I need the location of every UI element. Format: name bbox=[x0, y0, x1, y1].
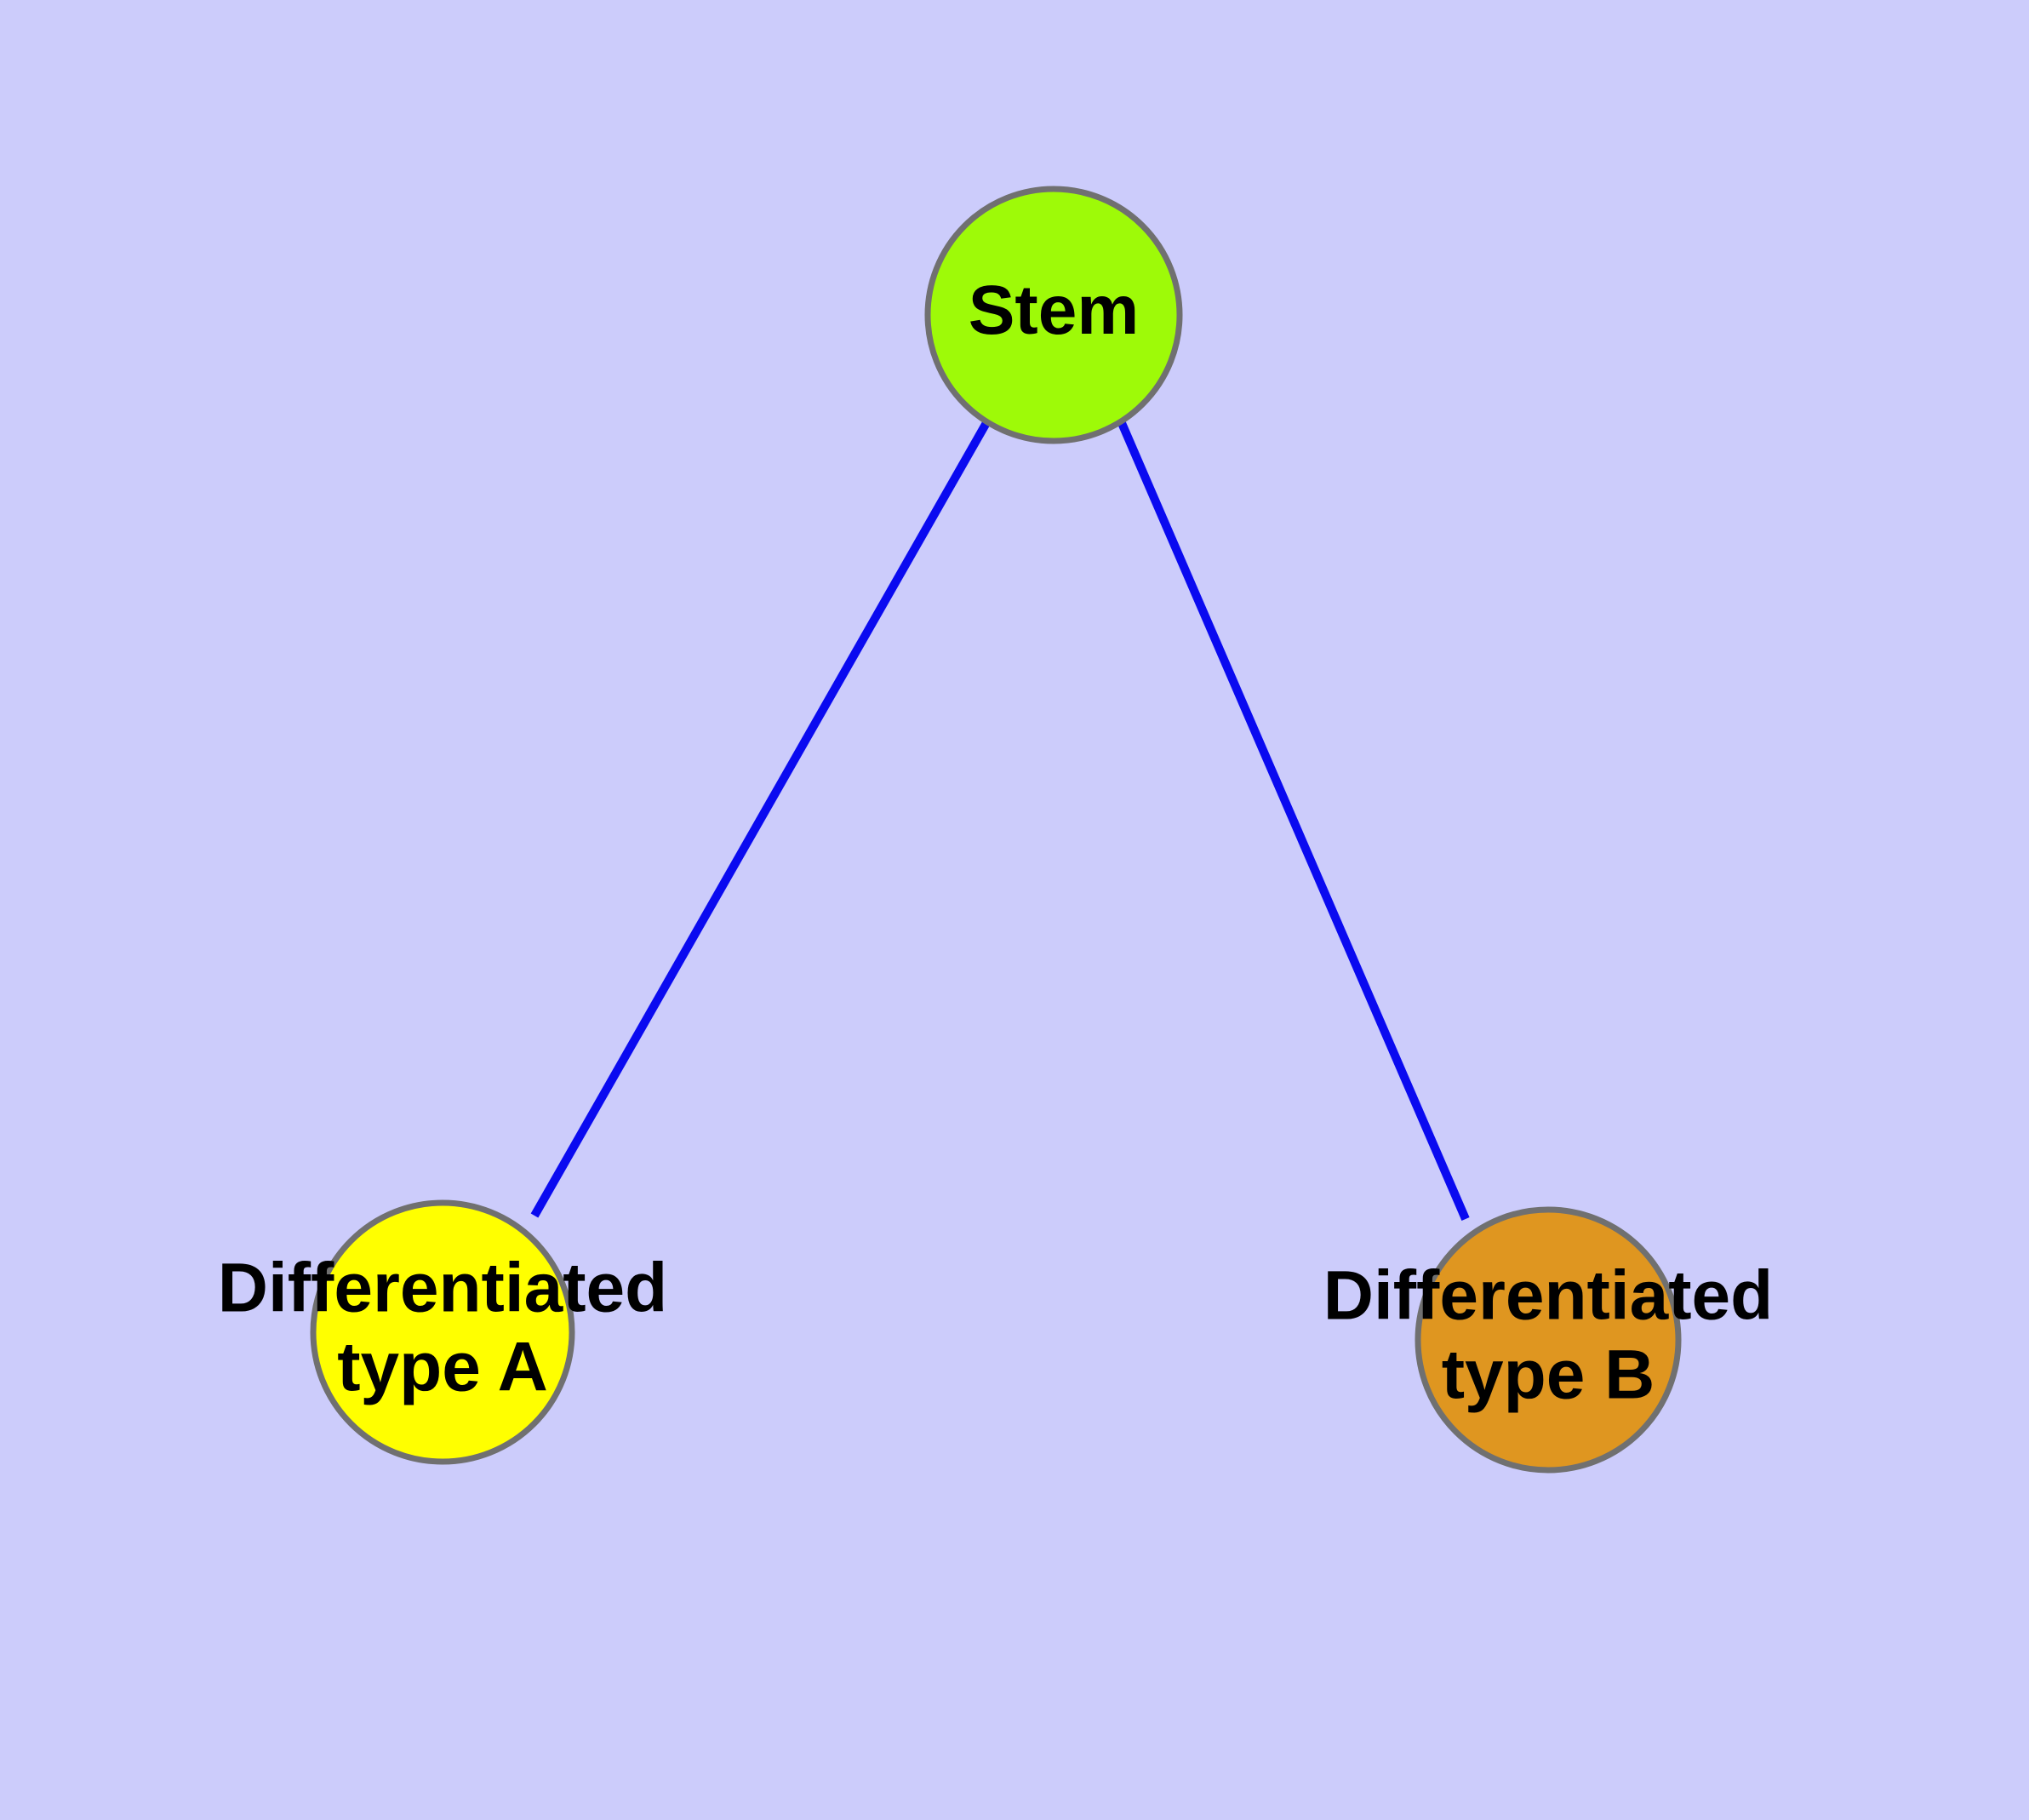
node-label-line: Differentiated bbox=[218, 1249, 668, 1326]
node-label-line: type A bbox=[337, 1328, 548, 1405]
nodes-layer bbox=[310, 186, 1682, 1474]
node-label-stem: Stem bbox=[969, 272, 1140, 349]
node-label-line: Stem bbox=[969, 272, 1140, 349]
node-diff-a[interactable] bbox=[310, 1199, 575, 1465]
edge-stem-to-diff-b[interactable] bbox=[1117, 421, 1470, 1221]
edge-stem-to-diff-a[interactable] bbox=[530, 419, 992, 1218]
node-label-line: Differentiated bbox=[1323, 1256, 1774, 1334]
edges-layer bbox=[530, 419, 1470, 1221]
node-stem[interactable] bbox=[924, 186, 1183, 444]
node-diff-b[interactable] bbox=[1415, 1206, 1682, 1474]
node-label-line: type B bbox=[1442, 1336, 1655, 1413]
